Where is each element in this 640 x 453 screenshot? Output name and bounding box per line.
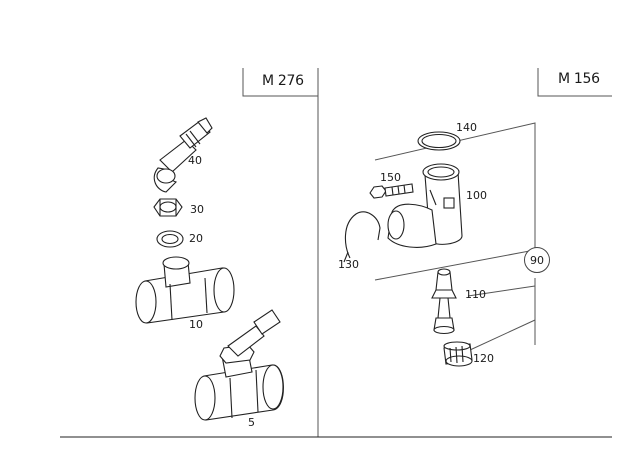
part-30-hex-nut (153, 198, 183, 217)
label-box-left (242, 68, 318, 97)
part-5-assembly (194, 309, 284, 421)
part-10-t-pipe (135, 256, 235, 324)
callout-140: 140 (456, 121, 477, 134)
part-120-cap (443, 341, 473, 367)
callout-100: 100 (466, 189, 487, 202)
callout-150: 150 (380, 171, 401, 184)
part-130-clip (343, 211, 381, 263)
part-140-o-ring (417, 131, 461, 151)
callout-40: 40 (188, 154, 202, 167)
label-box-right (537, 68, 612, 97)
callout-30: 30 (190, 203, 204, 216)
part-100-housing (387, 163, 463, 248)
callout-130: 130 (338, 258, 359, 271)
callout-5: 5 (248, 416, 255, 429)
engine-label-left: M 276 (262, 73, 304, 89)
callout-120: 120 (473, 352, 494, 365)
part-40-connector (153, 117, 213, 193)
callout-20: 20 (189, 232, 203, 245)
part-110-insert (431, 268, 457, 335)
callout-10: 10 (189, 318, 203, 331)
part-20-sealing-ring (156, 230, 184, 248)
callout-90: 90 (524, 247, 550, 273)
leader-110 (467, 285, 536, 297)
callout-110: 110 (465, 288, 486, 301)
part-150-bolt (369, 183, 414, 199)
leader-120 (469, 319, 536, 351)
engine-label-right: M 156 (558, 71, 600, 87)
